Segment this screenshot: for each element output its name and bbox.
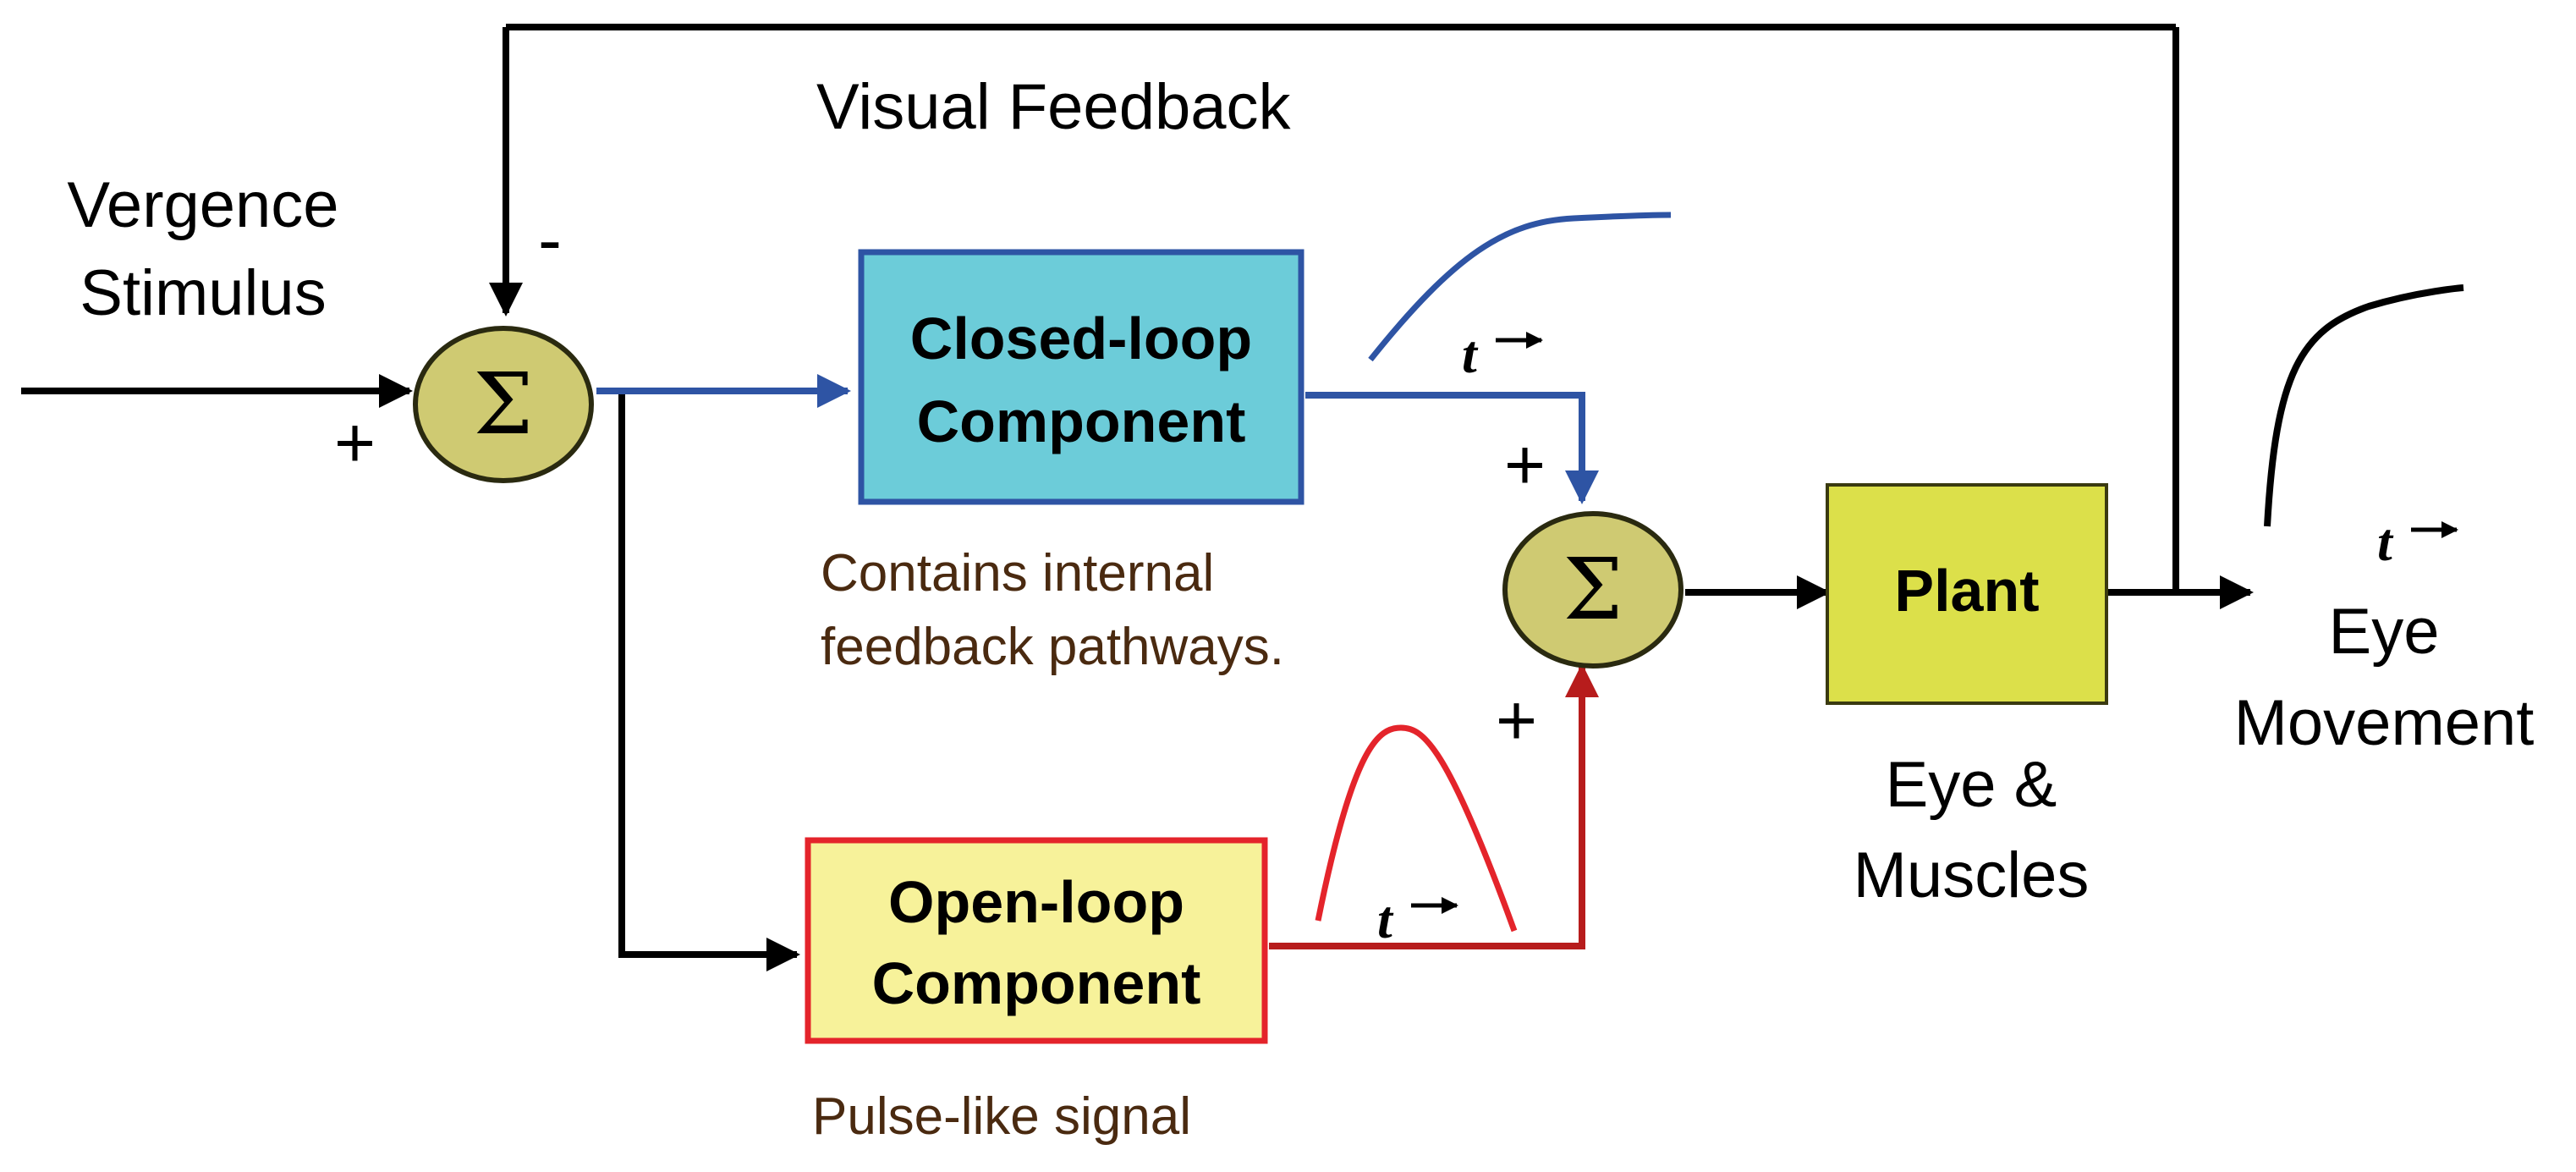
- input-sigma-symbol: Σ: [474, 355, 534, 454]
- eye-movement-response-curve: [2264, 284, 2464, 527]
- eye-muscles-line2: Muscles: [1854, 839, 2090, 911]
- input-summing-junction: Σ: [413, 326, 594, 483]
- closed-loop-time-label: t: [1462, 324, 1543, 384]
- closed-loop-note-line2: feedback pathways.: [821, 618, 1284, 676]
- visual-feedback-label: Visual Feedback: [816, 71, 1292, 143]
- vergence-stimulus-label: Vergence Stimulus: [67, 169, 338, 329]
- eye-movement-line1: Eye: [2329, 596, 2440, 668]
- pulse-signal-curve: [1315, 724, 1518, 933]
- closed-loop-block: Closed-loop Component: [858, 249, 1304, 505]
- open-loop-label-line2: Component: [872, 950, 1201, 1016]
- eye-muscles-line1: Eye &: [1886, 749, 2057, 821]
- open-loop-time-t: t: [1377, 889, 1394, 949]
- open-loop-output-line: [1269, 663, 1599, 949]
- vergence-stimulus-line2: Stimulus: [80, 257, 326, 329]
- closed-loop-label-line1: Closed-loop: [910, 305, 1252, 371]
- plant-block: Plant: [1826, 483, 2108, 705]
- open-loop-plus-sign: +: [1496, 680, 1537, 760]
- open-loop-branch-line: [618, 391, 800, 971]
- closed-loop-output-line: [1305, 392, 1599, 504]
- closed-loop-plus-sign: +: [1504, 425, 1546, 504]
- output-sigma-symbol: Σ: [1563, 540, 1623, 639]
- eye-movement-time-t: t: [2377, 512, 2394, 572]
- open-loop-block: Open-loop Component: [805, 837, 1268, 1044]
- input-plus-sign: +: [334, 403, 376, 482]
- eye-movement-line2: Movement: [2234, 687, 2535, 759]
- closed-loop-note-line1: Contains internal: [821, 544, 1214, 603]
- eye-muscles-label: Eye & Muscles: [1854, 749, 2090, 911]
- visual-feedback-loop: [489, 24, 2179, 592]
- closed-loop-time-t: t: [1462, 324, 1479, 384]
- open-loop-label-line1: Open-loop: [888, 869, 1184, 935]
- eye-movement-label: Eye Movement: [2234, 596, 2535, 759]
- open-loop-time-label: t: [1377, 889, 1458, 949]
- output-summing-junction: Σ: [1502, 511, 1683, 669]
- feedback-minus-sign: -: [538, 200, 562, 279]
- vergence-stimulus-line1: Vergence: [67, 169, 338, 241]
- closed-loop-response-curve: [1368, 212, 1672, 362]
- eye-movement-time-label: t: [2377, 512, 2458, 572]
- closed-loop-note: Contains internal feedback pathways.: [821, 544, 1284, 676]
- plant-label: Plant: [1894, 558, 2039, 624]
- open-loop-note: Pulse-like signal: [812, 1087, 1191, 1146]
- closed-loop-label-line2: Component: [917, 388, 1246, 454]
